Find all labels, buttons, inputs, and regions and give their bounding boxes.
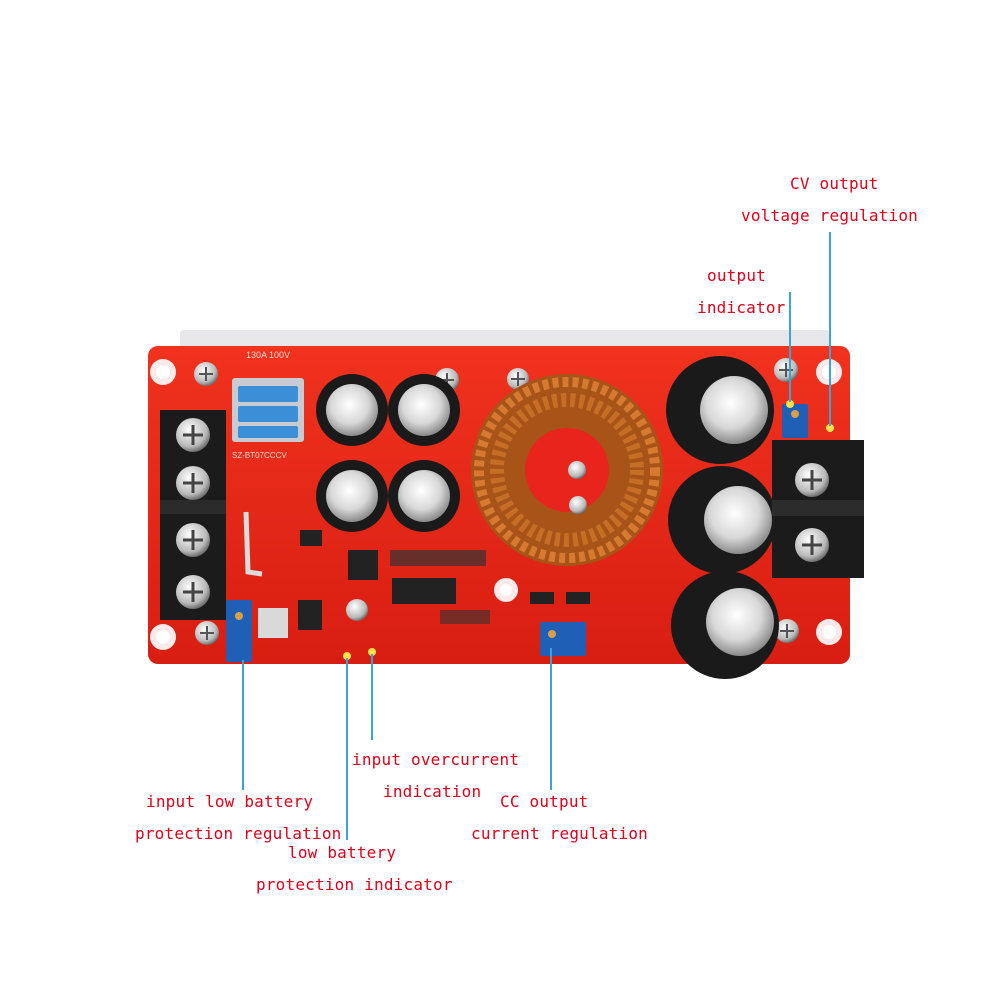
- label-cc-line1: CC output: [500, 792, 589, 811]
- indicator-leds: [343, 400, 834, 660]
- label-low-battery-regulation-line1: input low battery: [146, 792, 314, 811]
- label-overcurrent-line1: input overcurrent: [352, 750, 520, 769]
- silkscreen-rating: 130A 100V: [246, 350, 290, 360]
- fuse-block: [232, 378, 304, 442]
- label-output-indicator-line1: output: [707, 266, 766, 285]
- label-low-battery-regulation-line2: protection regulation: [135, 824, 342, 843]
- label-cc-line2: current regulation: [471, 824, 648, 843]
- output-terminal-block: [772, 440, 864, 578]
- input-terminal-block: [160, 410, 226, 620]
- mounting-holes: [150, 359, 842, 650]
- label-output-indicator-line2: indicator: [697, 298, 786, 317]
- label-overcurrent-line2: indication: [383, 782, 482, 801]
- silkscreen-model: SZ-BT07CCCV: [232, 451, 287, 460]
- trimmer-potentiometers: [226, 404, 808, 662]
- output-capacitors: [666, 356, 779, 679]
- shunt-wire: [243, 511, 263, 577]
- callout-lines: [242, 232, 831, 840]
- label-cv-line1: CV output: [790, 174, 879, 193]
- label-low-battery-indicator-line2: protection indicator: [256, 875, 453, 894]
- toroid-inductor: [471, 374, 663, 566]
- label-low-battery-indicator-line1: low battery: [288, 843, 397, 862]
- control-circuitry: [258, 530, 590, 638]
- input-capacitors: [316, 374, 460, 532]
- label-cv-line2: voltage regulation: [741, 206, 918, 225]
